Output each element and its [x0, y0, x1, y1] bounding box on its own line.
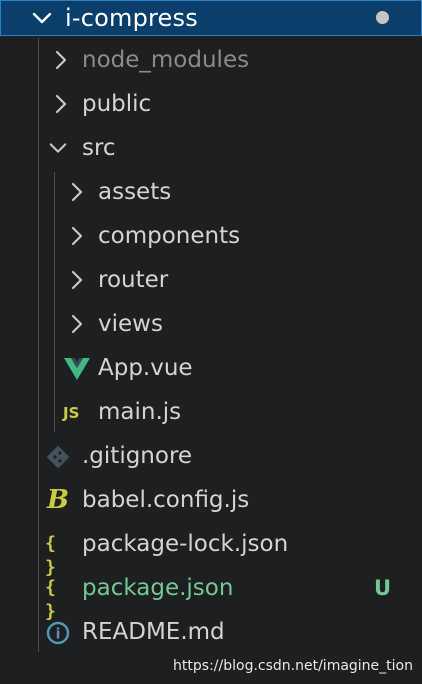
json-icon: { } — [45, 533, 56, 578]
tree-item-label: node_modules — [82, 47, 250, 73]
tree-item-label: babel.config.js — [82, 487, 250, 513]
chevron-right-icon[interactable] — [51, 93, 71, 115]
tree-item-label: package-lock.json — [82, 531, 289, 557]
tree-item-label: main.js — [98, 399, 182, 425]
unsaved-changes-dot — [376, 11, 389, 24]
info-icon: i — [46, 621, 70, 645]
tree-item-babel-config[interactable]: B babel.config.js — [0, 479, 422, 523]
chevron-down-icon[interactable] — [31, 7, 53, 29]
tree-item-label: router — [98, 267, 169, 293]
info-icon-glyph: i — [56, 627, 61, 643]
tree-item-router[interactable]: router — [0, 259, 422, 303]
tree-item-label: package.json — [82, 575, 234, 601]
tree-item-label: components — [98, 223, 241, 249]
chevron-down-icon[interactable] — [48, 137, 68, 159]
indent-guide-src — [54, 172, 55, 432]
indent-guide-root — [38, 38, 39, 652]
tree-item-label: views — [98, 311, 163, 337]
chevron-right-icon[interactable] — [51, 49, 71, 71]
babel-icon: B — [47, 485, 69, 515]
tree-item-label: assets — [98, 179, 172, 205]
tree-item-label: App.vue — [98, 355, 193, 381]
watermark: https://blog.csdn.net/imagine_tion — [173, 658, 413, 674]
json-icon: { } — [45, 577, 56, 622]
tree-item-readme-md[interactable]: i README.md — [0, 611, 422, 655]
chevron-right-icon[interactable] — [67, 313, 87, 335]
js-icon: JS — [63, 404, 80, 422]
tree-item-main-js[interactable]: JS main.js — [0, 391, 422, 435]
vue-icon — [64, 358, 90, 380]
tree-item-label: README.md — [82, 619, 225, 645]
tree-item-label: src — [82, 135, 116, 161]
git-status-untracked-badge: U — [374, 576, 392, 600]
root-folder-header[interactable]: i-compress — [0, 0, 422, 36]
tree-item-package-lock-json[interactable]: { } package-lock.json — [0, 523, 422, 578]
tree-item-public[interactable]: public — [0, 83, 422, 127]
tree-item-components[interactable]: components — [0, 215, 422, 259]
tree-item-package-json[interactable]: { } package.json U — [0, 567, 422, 622]
root-folder-label: i-compress — [65, 4, 198, 32]
tree-item-app-vue[interactable]: App.vue — [0, 347, 422, 391]
tree-item-views[interactable]: views — [0, 303, 422, 347]
chevron-right-icon[interactable] — [67, 181, 87, 203]
tree-item-src[interactable]: src — [0, 127, 422, 171]
tree-item-assets[interactable]: assets — [0, 171, 422, 215]
chevron-right-icon[interactable] — [67, 269, 87, 291]
tree-item-label: public — [82, 91, 152, 117]
tree-item-gitignore[interactable]: .gitignore — [0, 435, 422, 479]
tree-item-label: .gitignore — [82, 443, 193, 469]
tree-item-node-modules[interactable]: node_modules — [0, 39, 422, 83]
chevron-right-icon[interactable] — [67, 225, 87, 247]
git-icon — [46, 445, 70, 469]
